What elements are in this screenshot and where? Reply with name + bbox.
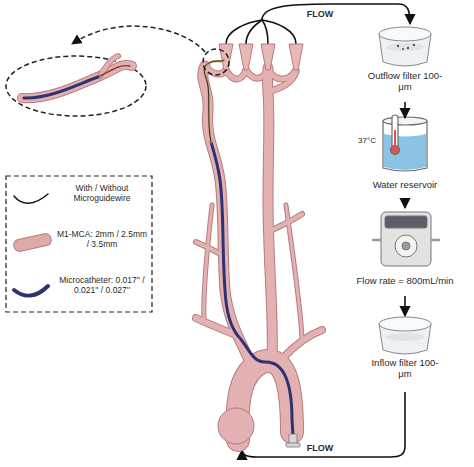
zoom-detail <box>22 56 132 98</box>
vessel-model <box>204 205 212 320</box>
vessel-model <box>246 70 268 78</box>
pump-icon <box>381 212 431 266</box>
node-label: Flow rate = 800mL/min <box>348 276 462 287</box>
flow-line <box>262 20 268 44</box>
outlet-funnel <box>289 44 303 70</box>
zoom-detail <box>22 65 132 98</box>
reservoir-icon <box>384 134 426 170</box>
filter-icon <box>402 48 404 50</box>
flow-line <box>262 4 410 24</box>
reservoir-icon <box>392 115 398 149</box>
filter-icon <box>379 317 431 354</box>
outlet-funnel <box>219 44 233 70</box>
flow-arrow <box>404 102 406 118</box>
legend-frame <box>6 176 152 312</box>
node-label: Outflow filter 100-μm <box>365 71 445 93</box>
flow-arrow <box>404 198 406 208</box>
node-label: Water reservoir <box>355 180 455 191</box>
legend-text: M1-MCA: 2mm / 2.5mm / 3.5mm <box>56 230 148 250</box>
vessel-model <box>268 214 302 232</box>
catheter-hub <box>286 434 300 447</box>
reservoir-icon <box>383 115 427 171</box>
zoom-callout <box>6 56 146 116</box>
microcatheter <box>204 60 293 436</box>
pump-node: Flow rate = 800mL/min <box>348 208 462 296</box>
legend-frame <box>6 176 152 312</box>
vessel-model <box>246 70 268 78</box>
flow-line <box>262 20 296 44</box>
node-label: Inflow filter 100-μm <box>365 358 445 380</box>
flow-line <box>226 20 262 44</box>
catheter-hub <box>289 434 297 444</box>
vessel-model <box>268 214 302 232</box>
vessel-model <box>286 205 302 338</box>
zoom-detail <box>100 56 118 76</box>
filter-icon <box>379 27 431 41</box>
vessel-model <box>268 72 296 92</box>
flow-arrow <box>404 296 406 316</box>
outlet-funnel <box>219 44 303 70</box>
filter-icon <box>407 47 409 49</box>
legend-text: With / Without Microguidewire <box>56 184 148 204</box>
vessel-model <box>226 70 246 79</box>
filter-node: Inflow filter 100-μm <box>352 316 458 388</box>
zoom-detail <box>24 77 98 98</box>
zoom-detail <box>100 56 118 76</box>
vessel-model <box>196 66 322 444</box>
zoom-callout <box>72 26 205 52</box>
legend-sample <box>14 286 48 296</box>
vessel-model <box>196 242 224 256</box>
outlet-funnel <box>261 44 275 70</box>
legend-sample <box>14 194 48 203</box>
flow-line <box>246 20 262 44</box>
zoom-detail <box>22 65 132 98</box>
vessel-model <box>268 68 273 358</box>
reservoir-icon <box>383 121 427 171</box>
filter-icon <box>386 333 424 341</box>
zoom-callout <box>203 49 229 75</box>
pump-icon <box>372 239 440 242</box>
pump-icon <box>385 216 427 228</box>
pump-icon <box>395 235 417 257</box>
vessel-model <box>286 205 302 338</box>
vessel-model <box>226 70 246 79</box>
reservoir-node: 37°C Water reservoir <box>352 118 458 198</box>
flow-label: FLOW <box>300 9 340 19</box>
zoom-callout <box>6 26 229 116</box>
microcatheter <box>204 60 224 142</box>
filter-icon <box>397 45 399 47</box>
filter-node: Outflow filter 100-μm <box>352 26 458 102</box>
outlet-funnel <box>239 44 253 70</box>
vessel-model <box>218 408 254 444</box>
reservoir-icon <box>394 130 396 148</box>
microcatheter <box>204 60 224 142</box>
filter-icon <box>413 44 415 46</box>
vessel-model <box>268 68 273 358</box>
legend-swatch <box>12 232 53 253</box>
filter-icon <box>379 27 431 66</box>
reservoir-icon <box>383 117 427 125</box>
pump-icon <box>402 242 410 250</box>
microcatheter <box>211 142 293 436</box>
pump-icon <box>372 212 440 266</box>
catheter-hub <box>286 443 300 447</box>
flow-line <box>242 392 405 457</box>
flow-label: FLOW <box>300 443 340 453</box>
vessel-model <box>204 205 212 320</box>
filter-icon <box>379 317 431 331</box>
zoom-detail <box>98 66 130 77</box>
legend-text: Microcatheter: 0.017'' / 0.021'' / 0.027… <box>56 276 148 296</box>
temperature-label: 37°C <box>352 136 382 145</box>
filter-icon <box>386 43 424 51</box>
